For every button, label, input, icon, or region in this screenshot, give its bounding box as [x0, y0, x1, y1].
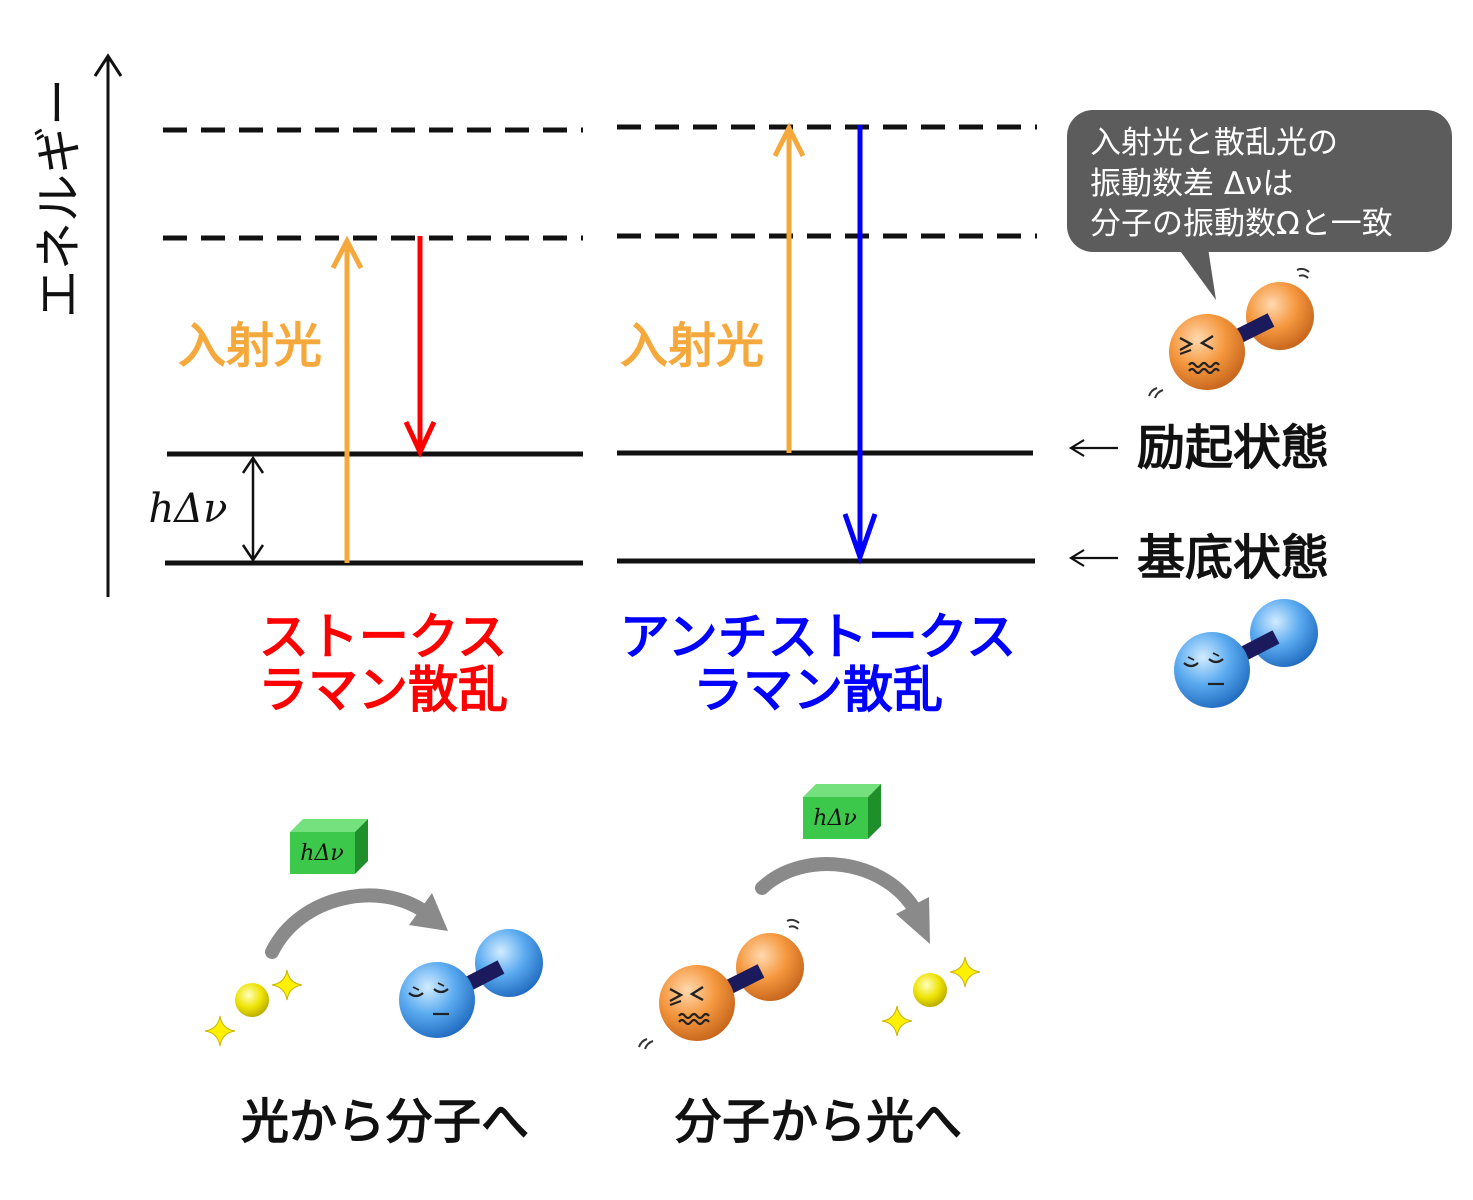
transfer-arrowhead-left-icon [409, 893, 448, 931]
bubble-line-1: 入射光と散乱光の [1090, 125, 1338, 161]
energy-axis [93, 53, 123, 597]
energy-gap-arrow [241, 455, 265, 563]
energy-axis-label: エネルギー [31, 78, 87, 318]
energy-box-label-left: hΔν [300, 841, 343, 866]
stokes-title-line1: ストークス [259, 608, 508, 666]
bubble-line-2: 振動数差 Δνは [1090, 166, 1293, 202]
speech-bubble: 入射光と散乱光の 振動数差 Δνは 分子の振動数Ωと一致 [1067, 110, 1452, 300]
axis-arrowhead-icon [93, 53, 123, 77]
transfer-arrow-left [265, 888, 432, 959]
stokes-scattered-arrow [403, 236, 437, 458]
anti-stokes-levels [617, 124, 1037, 564]
anti-stokes-scattered-arrow [842, 125, 878, 565]
energy-box-label-right: hΔν [813, 806, 856, 831]
sparkle-icon [881, 1005, 913, 1037]
left-caption: 光から分子へ [241, 1094, 529, 1150]
ground-state-label: 基底状態 [1137, 530, 1329, 586]
stokes-levels [163, 127, 583, 566]
ground-molecule-icon [1174, 599, 1318, 708]
ground-state-pointer-icon [1068, 549, 1118, 567]
excited-molecule-icon [1149, 269, 1314, 398]
stokes-incident-arrow [330, 235, 364, 563]
anti-stokes-title-line2: ラマン散乱 [693, 661, 943, 719]
left-transfer-scene: hΔν [204, 819, 543, 1047]
sparkle-icon [949, 956, 981, 988]
stokes-title-line2: ラマン散乱 [258, 661, 508, 719]
excited-state-label: 励起状態 [1137, 420, 1329, 476]
excited-state-pointer-icon [1068, 439, 1118, 457]
photon-icon [235, 983, 269, 1017]
right-transfer-scene: hΔν [639, 784, 981, 1049]
stokes-incident-label: 入射光 [178, 318, 322, 374]
bubble-line-3: 分子の振動数Ωと一致 [1090, 206, 1393, 242]
transfer-arrow-right [755, 857, 922, 917]
anti-stokes-title-line1: アンチストークス [620, 608, 1017, 666]
photon-icon [913, 973, 947, 1007]
right-caption: 分子から光へ [674, 1094, 962, 1150]
energy-gap-label: hΔν [149, 486, 228, 532]
transfer-arrowhead-right-icon [896, 897, 930, 944]
excited-molecule-icon [639, 920, 804, 1049]
anti-stokes-incident-arrow [772, 122, 806, 453]
sparkle-icon [204, 1015, 236, 1047]
ground-molecule-icon [399, 929, 543, 1038]
sparkle-icon [271, 969, 303, 1001]
anti-stokes-incident-label: 入射光 [620, 318, 764, 374]
